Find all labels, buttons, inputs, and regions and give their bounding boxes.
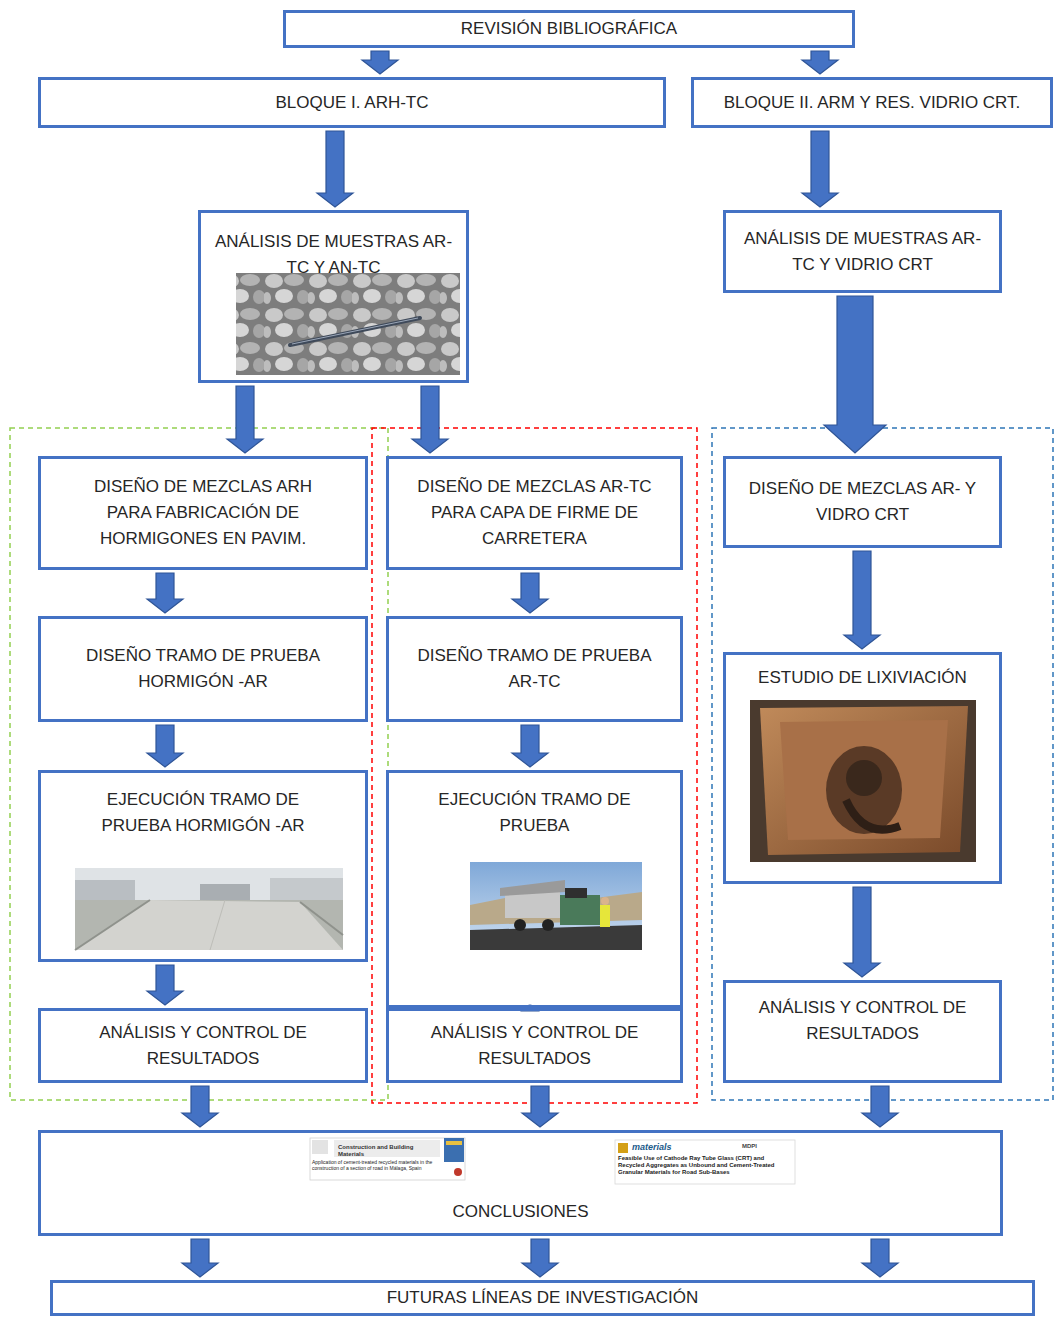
block-arrow [182, 1086, 218, 1127]
process-box: BLOQUE II. ARM Y RES. VIDRIO CRT. [691, 77, 1053, 128]
paper-text: materials [632, 1142, 692, 1152]
block-arrow [317, 131, 353, 207]
box-text: ANÁLISIS Y CONTROL DE RESULTADOS [738, 995, 988, 1047]
box-text: DISEÑO DE MEZCLAS AR-TC PARA CAPA DE FIR… [400, 474, 670, 552]
block-arrow [512, 573, 548, 613]
process-box: ANÁLISIS DE MUESTRAS AR-TC Y VIDRIO CRT [723, 210, 1002, 293]
process-box: ANÁLISIS Y CONTROL DE RESULTADOS [723, 980, 1002, 1083]
concrete-road-photo [75, 868, 343, 950]
box-text: ANÁLISIS DE MUESTRAS AR-TC Y VIDRIO CRT [738, 226, 988, 278]
block-arrow [522, 1086, 558, 1127]
process-box: REVISIÓN BIBLIOGRÁFICA [283, 10, 855, 48]
process-box: BLOQUE I. ARH-TC [38, 77, 666, 128]
block-arrow [802, 51, 838, 74]
block-arrow [522, 1239, 558, 1277]
block-arrow [802, 131, 838, 207]
block-arrow [844, 551, 880, 649]
paper-text: Construction and Building Materials [338, 1144, 438, 1158]
process-box: EJECUCIÓN TRAMO DE PRUEBA HORMIGÓN -AR [38, 770, 368, 962]
paper-text: Feasible Use of Cathode Ray Tube Glass (… [618, 1155, 790, 1176]
process-box: ANÁLISIS Y CONTROL DE RESULTADOS [38, 1008, 368, 1083]
process-box: DISEÑO DE MEZCLAS AR-TC PARA CAPA DE FIR… [386, 456, 683, 570]
block-arrow [824, 296, 886, 453]
leaching-tray-photo [750, 700, 976, 862]
group-region [372, 428, 697, 1103]
box-text: DISEÑO TRAMO DE PRUEBA HORMIGÓN -AR [73, 643, 333, 695]
block-arrow [227, 386, 263, 453]
process-box: DISEÑO TRAMO DE PRUEBA AR-TC [386, 616, 683, 722]
box-text: DISEÑO DE MEZCLAS AR- Y VIDRO CRT [740, 476, 985, 528]
block-arrow [844, 887, 880, 977]
block-arrow [362, 51, 398, 74]
box-text: DISEÑO TRAMO DE PRUEBA AR-TC [405, 643, 665, 695]
box-text: EJECUCIÓN TRAMO DE PRUEBA HORMIGÓN -AR [73, 787, 333, 839]
process-box: ANÁLISIS Y CONTROL DE RESULTADOS [386, 1008, 683, 1083]
block-arrow [147, 725, 183, 767]
paper-text: Application of cement-treated recycled m… [312, 1160, 440, 1172]
paper-thumbnail [615, 1140, 795, 1184]
box-text: EJECUCIÓN TRAMO DE PRUEBA [420, 787, 650, 839]
block-arrow [512, 725, 548, 767]
box-text: REVISIÓN BIBLIOGRÁFICA [461, 16, 677, 42]
box-text: BLOQUE II. ARM Y RES. VIDRIO CRT. [724, 90, 1021, 116]
process-box: DISEÑO TRAMO DE PRUEBA HORMIGÓN -AR [38, 616, 368, 722]
box-text: FUTURAS LÍNEAS DE INVESTIGACIÓN [387, 1285, 699, 1311]
block-arrow [147, 965, 183, 1005]
gravel-photo [236, 273, 460, 375]
paper-thumbnail [310, 1138, 465, 1180]
process-box: FUTURAS LÍNEAS DE INVESTIGACIÓN [50, 1280, 1035, 1316]
block-arrow [862, 1086, 898, 1127]
box-text: CONCLUSIONES [452, 1199, 588, 1225]
process-box: EJECUCIÓN TRAMO DE PRUEBA [386, 770, 683, 1008]
box-text: ANÁLISIS Y CONTROL DE RESULTADOS [73, 1020, 333, 1072]
box-text: ANÁLISIS Y CONTROL DE RESULTADOS [405, 1020, 665, 1072]
box-text: BLOQUE I. ARH-TC [275, 90, 428, 116]
process-box: DISEÑO DE MEZCLAS AR- Y VIDRO CRT [723, 456, 1002, 548]
block-arrow [147, 573, 183, 613]
box-text: DISEÑO DE MEZCLAS ARH PARA FABRICACIÓN D… [73, 474, 333, 552]
process-box: CONCLUSIONES [38, 1130, 1003, 1236]
paper-text: MDPI [742, 1143, 772, 1150]
block-arrow [412, 386, 448, 453]
process-box: ANÁLISIS DE MUESTRAS AR-TC Y AN-TC [198, 210, 469, 383]
paving-photo [470, 862, 642, 950]
process-box: ESTUDIO DE LIXIVIACIÓN [723, 652, 1002, 884]
group-region [712, 428, 1053, 1100]
block-arrow [182, 1239, 218, 1277]
process-box: DISEÑO DE MEZCLAS ARH PARA FABRICACIÓN D… [38, 456, 368, 570]
box-text: ESTUDIO DE LIXIVIACIÓN [758, 665, 967, 691]
box-text: ANÁLISIS DE MUESTRAS AR-TC Y AN-TC [214, 229, 454, 281]
block-arrow [862, 1239, 898, 1277]
group-region [10, 428, 388, 1100]
